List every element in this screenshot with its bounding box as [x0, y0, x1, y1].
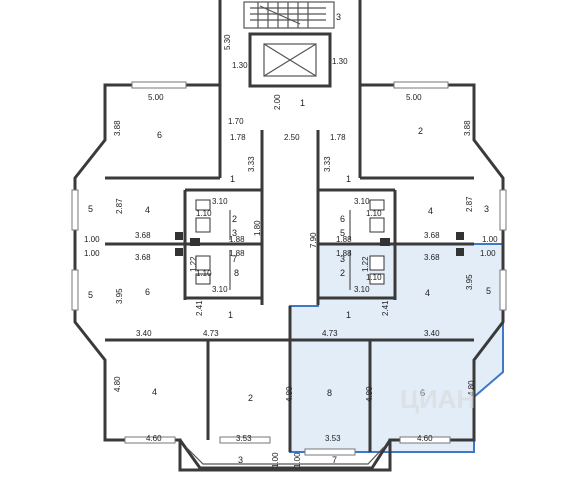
label: 1: [346, 174, 351, 184]
label: 1.10: [196, 269, 212, 278]
label: 2.41: [195, 300, 204, 316]
label: 4.80: [113, 376, 122, 392]
label: 3.10: [354, 285, 370, 294]
label: 3.10: [212, 197, 228, 206]
label: 4: [152, 387, 157, 397]
label: 3: [484, 204, 489, 214]
label: 4.80: [467, 380, 476, 396]
label: 1.00: [482, 235, 498, 244]
label: 4.60: [417, 434, 433, 443]
label: 3: [340, 254, 345, 264]
label: 6: [340, 214, 345, 224]
label: 1: [228, 310, 233, 320]
label: 3: [336, 12, 341, 22]
label: 5: [88, 204, 93, 214]
label: 1.22: [189, 256, 198, 272]
label: 4.80: [365, 386, 374, 402]
label: 6: [420, 388, 425, 398]
label: 1.00: [293, 452, 302, 468]
label: 5.30: [223, 34, 232, 50]
label: 4.80: [285, 386, 294, 402]
label: 1.78: [230, 133, 246, 142]
label: 2: [418, 126, 423, 136]
label: 3.68: [424, 231, 440, 240]
label: 7: [232, 254, 237, 264]
label: 1.00: [271, 452, 280, 468]
label: 1.88: [336, 235, 352, 244]
label: 4: [145, 205, 150, 215]
label: 3.33: [247, 156, 256, 172]
label: 1.88: [229, 235, 245, 244]
label: 4: [425, 288, 430, 298]
label: 3.53: [325, 434, 341, 443]
label: 1.22: [361, 256, 370, 272]
label: 1.88: [336, 249, 352, 258]
label: 7: [332, 455, 337, 465]
label: 2: [340, 268, 345, 278]
stair-core: [243, 1, 335, 88]
label: 1: [346, 310, 351, 320]
label: 1.80: [253, 220, 262, 236]
label: 1.10: [196, 209, 212, 218]
label: 8: [234, 268, 239, 278]
label: 7.90: [309, 232, 318, 248]
label: 3.68: [424, 253, 440, 262]
label: 3.68: [135, 253, 151, 262]
label: 2.50: [284, 133, 300, 142]
label: 1.88: [229, 249, 245, 258]
label: 3.33: [323, 156, 332, 172]
label: 8: [327, 388, 332, 398]
label: 3: [232, 228, 237, 238]
label: 6: [157, 130, 162, 140]
label: 3.88: [113, 120, 122, 136]
label: 1: [230, 174, 235, 184]
label: 5: [340, 228, 345, 238]
label: 1.00: [84, 249, 100, 258]
label: 3.40: [136, 329, 152, 338]
label: 3.95: [115, 288, 124, 304]
label: 6: [145, 287, 150, 297]
label: 2.41: [381, 300, 390, 316]
label: 5.00: [406, 93, 422, 102]
label: 1.10: [366, 273, 382, 282]
label: 5: [486, 286, 491, 296]
interior-walls: [103, 85, 476, 452]
label: 3.53: [236, 434, 252, 443]
label: 5: [88, 290, 93, 300]
plan-labels: 3 1.30 1.30 5.30 2.00 1 5.00 5.00 3.88 3…: [84, 12, 498, 468]
label: 1.70: [228, 117, 244, 126]
label: 5.00: [148, 93, 164, 102]
bathroom-fixtures: [175, 199, 464, 285]
label: 2: [232, 214, 237, 224]
label: 1.78: [330, 133, 346, 142]
label: 3.68: [135, 231, 151, 240]
label: 3: [238, 455, 243, 465]
label: 1: [300, 98, 305, 108]
label: 4.60: [146, 434, 162, 443]
label: 1.30: [332, 57, 348, 66]
label: 4.73: [322, 329, 338, 338]
label: 2.87: [465, 196, 474, 212]
label: 1.00: [480, 249, 496, 258]
label: 3.88: [463, 120, 472, 136]
label: 1.10: [366, 209, 382, 218]
label: 1.00: [84, 235, 100, 244]
label: 1.30: [232, 61, 248, 70]
label: 3.95: [465, 274, 474, 290]
label: 3.40: [424, 329, 440, 338]
label: 2.87: [115, 198, 124, 214]
windows: [71, 81, 507, 456]
label: 2: [248, 393, 253, 403]
outer-walls: [73, 0, 505, 472]
label: 3.10: [354, 197, 370, 206]
label: 4: [428, 206, 433, 216]
label: 4.73: [203, 329, 219, 338]
label: 2.00: [273, 94, 282, 110]
watermark: ЦИАН: [400, 384, 475, 414]
label: 3.10: [212, 285, 228, 294]
